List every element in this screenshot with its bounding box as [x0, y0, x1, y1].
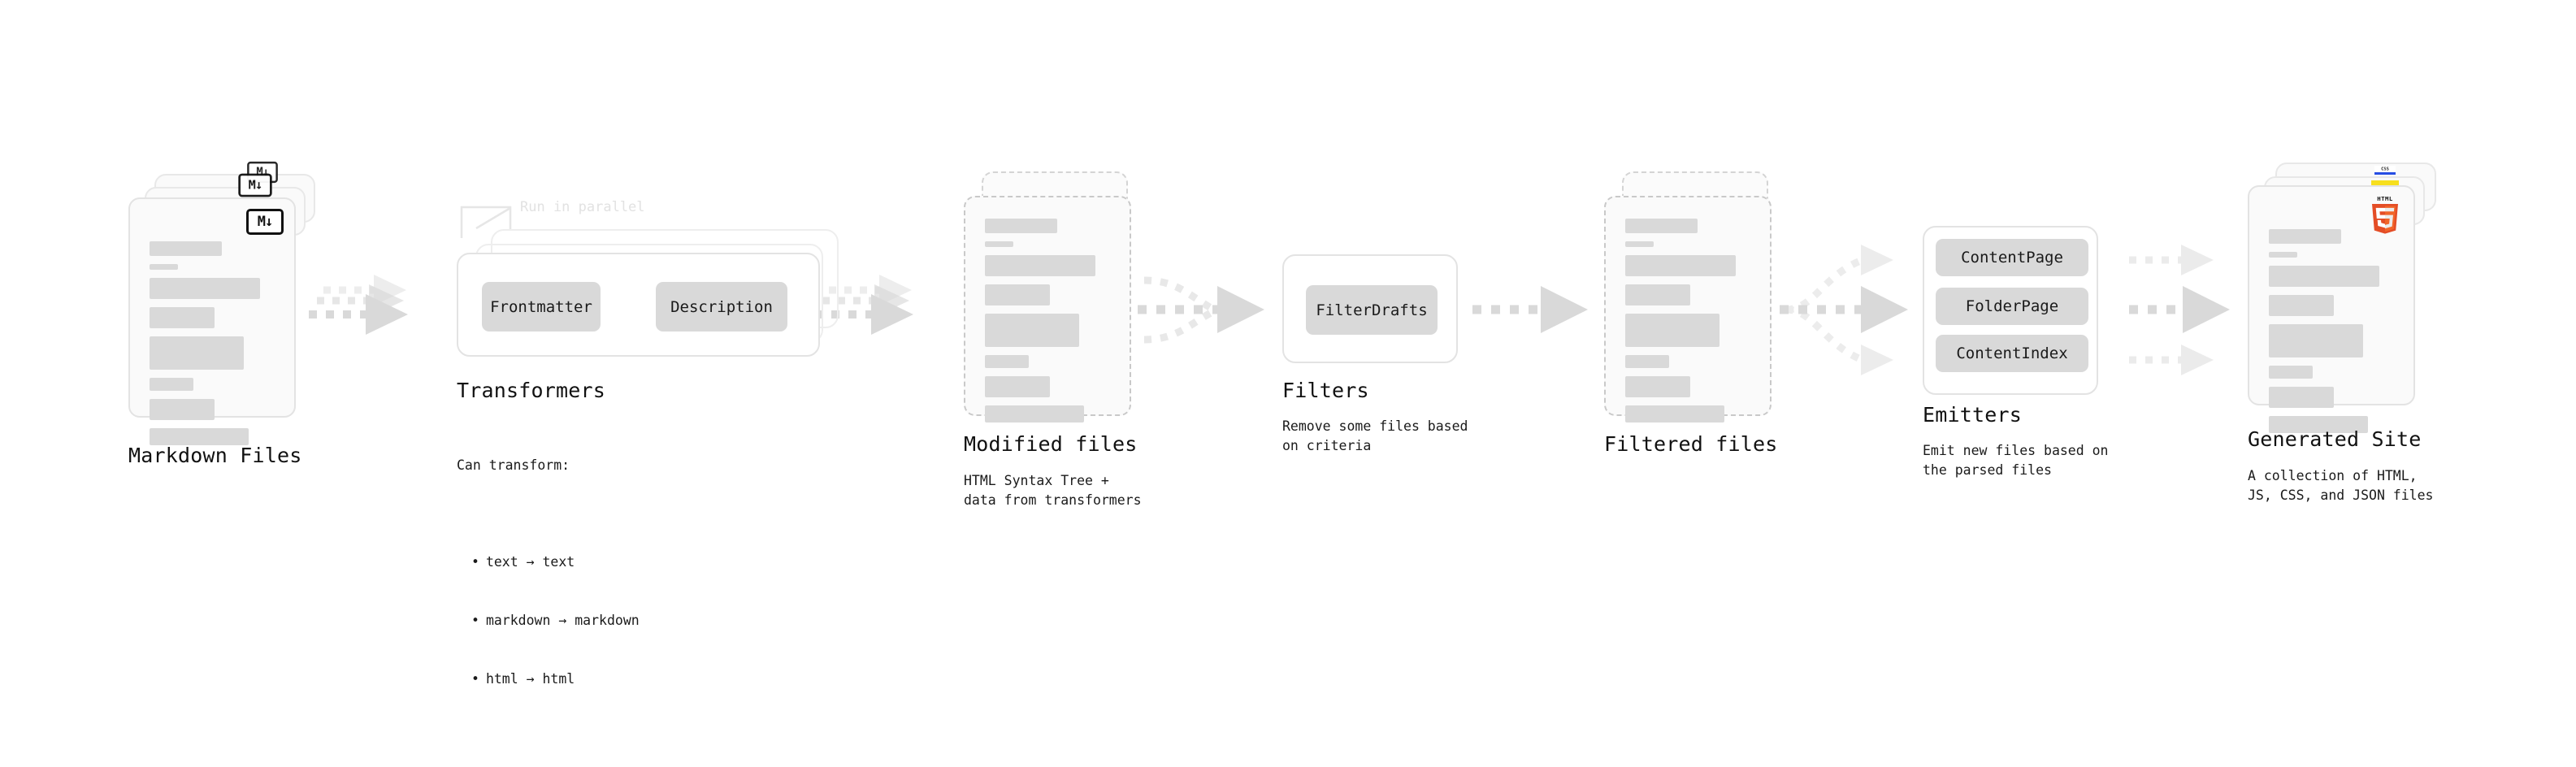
chip-contentpage[interactable]: ContentPage: [1936, 239, 2088, 276]
bullet-html-to-html: html → html: [471, 670, 640, 689]
card-bar: [1625, 314, 1720, 347]
card-bar: [1625, 405, 1724, 422]
filters-title: Filters: [1282, 379, 1369, 402]
transformers-panel: Frontmatter Description: [457, 253, 820, 357]
filtered-document-card[interactable]: [1604, 196, 1772, 422]
filtered-card-bars: [1625, 219, 1750, 431]
transformers-title: Transformers: [457, 379, 606, 402]
card-bar: [985, 284, 1051, 306]
transformers-bullet-list: text → text markdown → markdown html → h…: [457, 514, 640, 728]
emitters-panel: ContentPage FolderPage ContentIndex: [1923, 226, 2098, 395]
filters-subtitle: Remove some files based on criteria: [1282, 418, 1468, 453]
transformers-lead: Can transform:: [457, 457, 570, 473]
generated-site-title: Generated Site: [2248, 427, 2422, 451]
bullet-markdown-to-markdown: markdown → markdown: [471, 611, 640, 630]
svg-text:HTML: HTML: [2377, 195, 2393, 202]
connector-modified-to-filters: [1138, 276, 1264, 344]
connector-filters-to-filtered: [1472, 286, 1588, 333]
card-bar: [150, 278, 260, 299]
card-bar: [985, 355, 1029, 368]
chip-folderpage[interactable]: FolderPage: [1936, 288, 2088, 325]
card-bar: [985, 405, 1084, 422]
markdown-document-card[interactable]: M↓: [128, 197, 296, 445]
bullet-text-to-text: text → text: [471, 552, 640, 572]
chip-frontmatter[interactable]: Frontmatter: [482, 282, 601, 332]
transformers-subtitle: Can transform: text → text markdown → ma…: [457, 417, 640, 767]
card-bar: [2269, 366, 2313, 379]
card-bar: [150, 428, 249, 445]
connector-filtered-to-emitters: [1780, 245, 1908, 375]
card-bar: [150, 307, 215, 328]
card-bar: [2269, 229, 2342, 244]
filters-panel: FilterDrafts: [1282, 254, 1458, 363]
card-bar: [2269, 266, 2379, 287]
card-bar: [1625, 355, 1669, 368]
card-bar: [150, 264, 179, 270]
diagram-canvas: M↓ M↓ M↓ Markdown Files Frontmatter: [0, 0, 2576, 681]
site-document-card[interactable]: HTML: [2248, 185, 2415, 433]
card-bar: [150, 378, 193, 391]
markdown-icon-ghost-mid: M↓: [238, 173, 272, 197]
markdown-files-title: Markdown Files: [128, 444, 302, 467]
svg-text:CSS: CSS: [2381, 167, 2389, 172]
chip-description[interactable]: Description: [656, 282, 787, 332]
card-bar: [150, 399, 215, 420]
card-bar: [2269, 295, 2335, 316]
card-bar: [985, 219, 1058, 233]
card-bar: [985, 241, 1014, 247]
filtered-files-title: Filtered files: [1604, 432, 1778, 456]
card-bar: [1625, 219, 1698, 233]
card-bar: [150, 336, 244, 370]
card-bar: [1625, 376, 1691, 397]
card-bar: [985, 255, 1095, 276]
modified-document-card[interactable]: [964, 196, 1131, 422]
emitters-subtitle: Emit new files based on the parsed files: [1923, 443, 2109, 478]
html5-icon: HTML: [2367, 193, 2403, 236]
chip-filterdrafts[interactable]: FilterDrafts: [1306, 285, 1438, 335]
emitters-title: Emitters: [1923, 403, 2023, 427]
card-bar: [2269, 416, 2368, 433]
markdown-card-bars: [150, 241, 275, 453]
markdown-icon: M↓: [246, 209, 284, 235]
card-bar: [1625, 284, 1691, 306]
generated-site-subtitle: A collection of HTML, JS, CSS, and JSON …: [2248, 468, 2434, 503]
card-bar: [2269, 387, 2335, 408]
card-bar: [150, 241, 223, 256]
css-icon: CSS: [2374, 166, 2396, 175]
card-bar: [985, 376, 1051, 397]
card-bar: [2269, 324, 2363, 358]
card-bar: [1625, 241, 1654, 247]
site-card-bars: [2269, 229, 2394, 441]
card-bar: [2269, 252, 2298, 258]
card-bar: [985, 314, 1079, 347]
chip-contentindex[interactable]: ContentIndex: [1936, 335, 2088, 372]
modified-files-subtitle: HTML Syntax Tree + data from transformer…: [964, 473, 1142, 508]
run-in-parallel-label: Run in parallel: [520, 199, 645, 215]
modified-card-bars: [985, 219, 1110, 431]
connector-md-to-transformers: [309, 275, 408, 335]
modified-files-title: Modified files: [964, 432, 1138, 456]
card-bar: [1625, 255, 1736, 276]
connector-emitters-to-site: [2129, 245, 2230, 375]
